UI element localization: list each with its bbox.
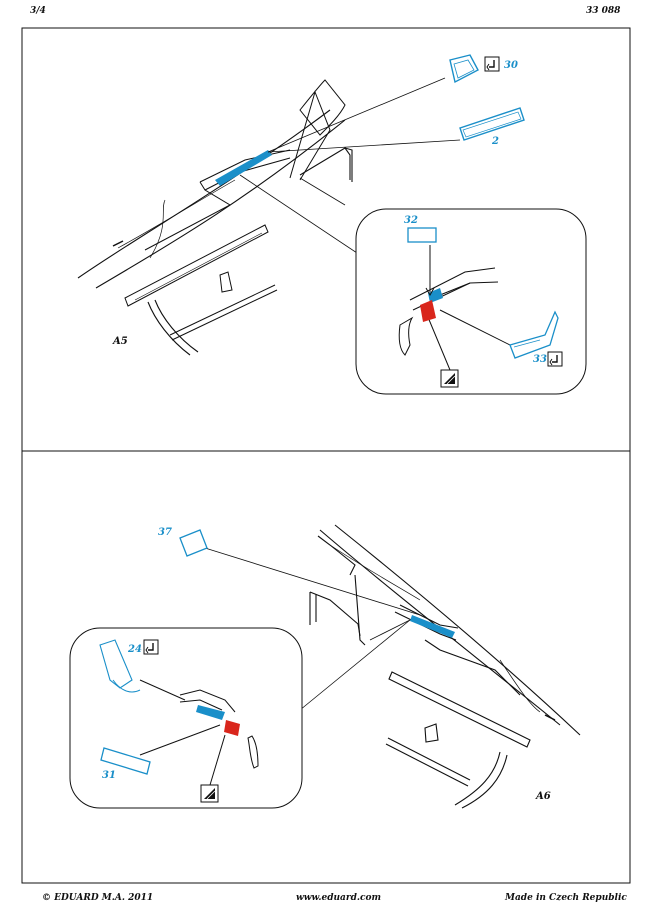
footer-copyright: © EDUARD M.A. 2011: [42, 893, 154, 903]
part-number-2: 2: [491, 136, 499, 147]
part-37-etch: [179, 529, 208, 557]
panel-a6-frame: [21, 450, 631, 884]
part-number-37: 37: [158, 527, 172, 538]
a6-leader-lines: [204, 547, 421, 711]
a6-inset-drawing: [99, 639, 259, 786]
bend-icon: [484, 56, 500, 72]
part-2-etch: [459, 107, 525, 141]
a6-detail-inset: [69, 627, 303, 809]
bend-icon: [143, 639, 159, 655]
kit-number: 33 088: [586, 6, 621, 16]
step-label-a5: A5: [112, 336, 128, 347]
footer-origin: Made in Czech Republic: [505, 893, 627, 903]
part-number-24: 24: [127, 644, 142, 655]
footer-url[interactable]: www.eduard.com: [296, 893, 382, 903]
a6-inset-red-paint: [224, 720, 240, 736]
canopy-sill-lower: [95, 119, 346, 289]
part-30-etch: [449, 54, 479, 84]
a5-inset-red-paint: [420, 300, 436, 322]
panel-a6-drawing: [309, 524, 581, 809]
a5-etch-placement: [215, 150, 272, 186]
part-33-etch: [509, 310, 559, 359]
a5-leader-lines: [239, 77, 461, 256]
part-number-30: 30: [504, 60, 518, 71]
a6-inset-blue-etch: [196, 705, 225, 720]
part-number-33: 33: [533, 354, 547, 365]
step-label-a6: A6: [535, 791, 551, 802]
page-number: 3/4: [30, 6, 46, 16]
a6-etch-placement: [410, 615, 455, 638]
part-number-32: 32: [404, 215, 418, 226]
part-number-31: 31: [102, 770, 116, 781]
bend-icon: [547, 351, 563, 367]
canopy-sill-upper: [77, 109, 331, 279]
part-31-etch: [100, 747, 151, 775]
panel-a5-drawing: [77, 79, 353, 356]
paint-icon: [200, 784, 219, 803]
part-32-etch: [407, 227, 437, 243]
paint-icon: [440, 369, 459, 388]
